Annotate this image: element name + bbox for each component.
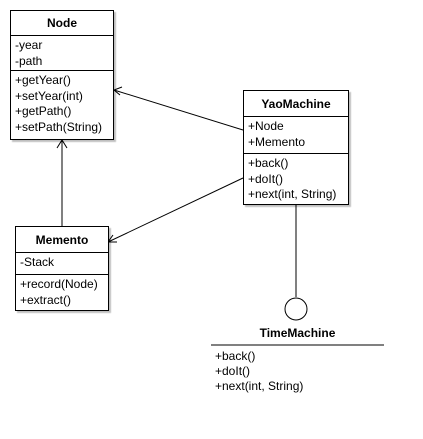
memento-operation-extract: +extract() [20, 292, 72, 307]
yaomachine-attributes: +Node +Memento [244, 117, 348, 154]
timemachine-operation-back: +back() [215, 349, 256, 363]
yaomachine-node-association-line [113, 89, 244, 131]
memento-attribute-stack: -Stack [20, 255, 55, 269]
yaomachine-attribute-memento: +Memento [248, 134, 306, 149]
timemachine-operation-next: +next(int, String) [215, 379, 304, 393]
memento-node-arrowhead [56, 139, 68, 149]
node-operation-setyear: +setYear(int) [15, 88, 83, 103]
yaomachine-node-arrowhead [113, 86, 123, 96]
memento-class-title: Memento [16, 227, 108, 253]
timemachine-operation-doit: +doIt() [215, 364, 251, 378]
timemachine-interface-title[interactable]: TimeMachine [259, 326, 336, 340]
timemachine-operations: +back() +doIt() +next(int, String) [215, 349, 303, 394]
yaomachine-operation-doit: +doIt() [248, 171, 284, 186]
yaomachine-operation-next: +next(int, String) [248, 187, 337, 201]
memento-class[interactable]: Memento -Stack +record(Node) +extract() [15, 226, 109, 311]
node-operation-setpath: +setPath(String) [15, 119, 103, 134]
node-class-title: Node [11, 11, 113, 36]
node-operation-getyear: +getYear() [15, 73, 71, 87]
yaomachine-operation-back: +back() [248, 156, 289, 170]
node-attribute-path: -path [15, 53, 43, 68]
node-class[interactable]: Node -year -path +getYear() +setYear(int… [10, 10, 114, 140]
yaomachine-memento-association-line [107, 177, 244, 243]
memento-attributes: -Stack [16, 253, 108, 275]
node-operations: +getYear() +setYear(int) +getPath() +set… [11, 71, 113, 135]
memento-operations: +record(Node) +extract() [16, 275, 108, 308]
node-operation-getpath: +getPath() [15, 104, 72, 118]
yaomachine-operations: +back() +doIt() +next(int, String) [244, 154, 348, 203]
yaomachine-class-title: YaoMachine [244, 91, 348, 117]
node-attributes: -year -path [11, 36, 113, 71]
yaomachine-class[interactable]: YaoMachine +Node +Memento +back() +doIt(… [243, 90, 349, 205]
yaomachine-attribute-node: +Node [248, 119, 284, 133]
timemachine-interface-lollipop [284, 297, 308, 321]
memento-operation-record: +record(Node) [20, 277, 98, 291]
node-attribute-year: -year [15, 38, 43, 52]
